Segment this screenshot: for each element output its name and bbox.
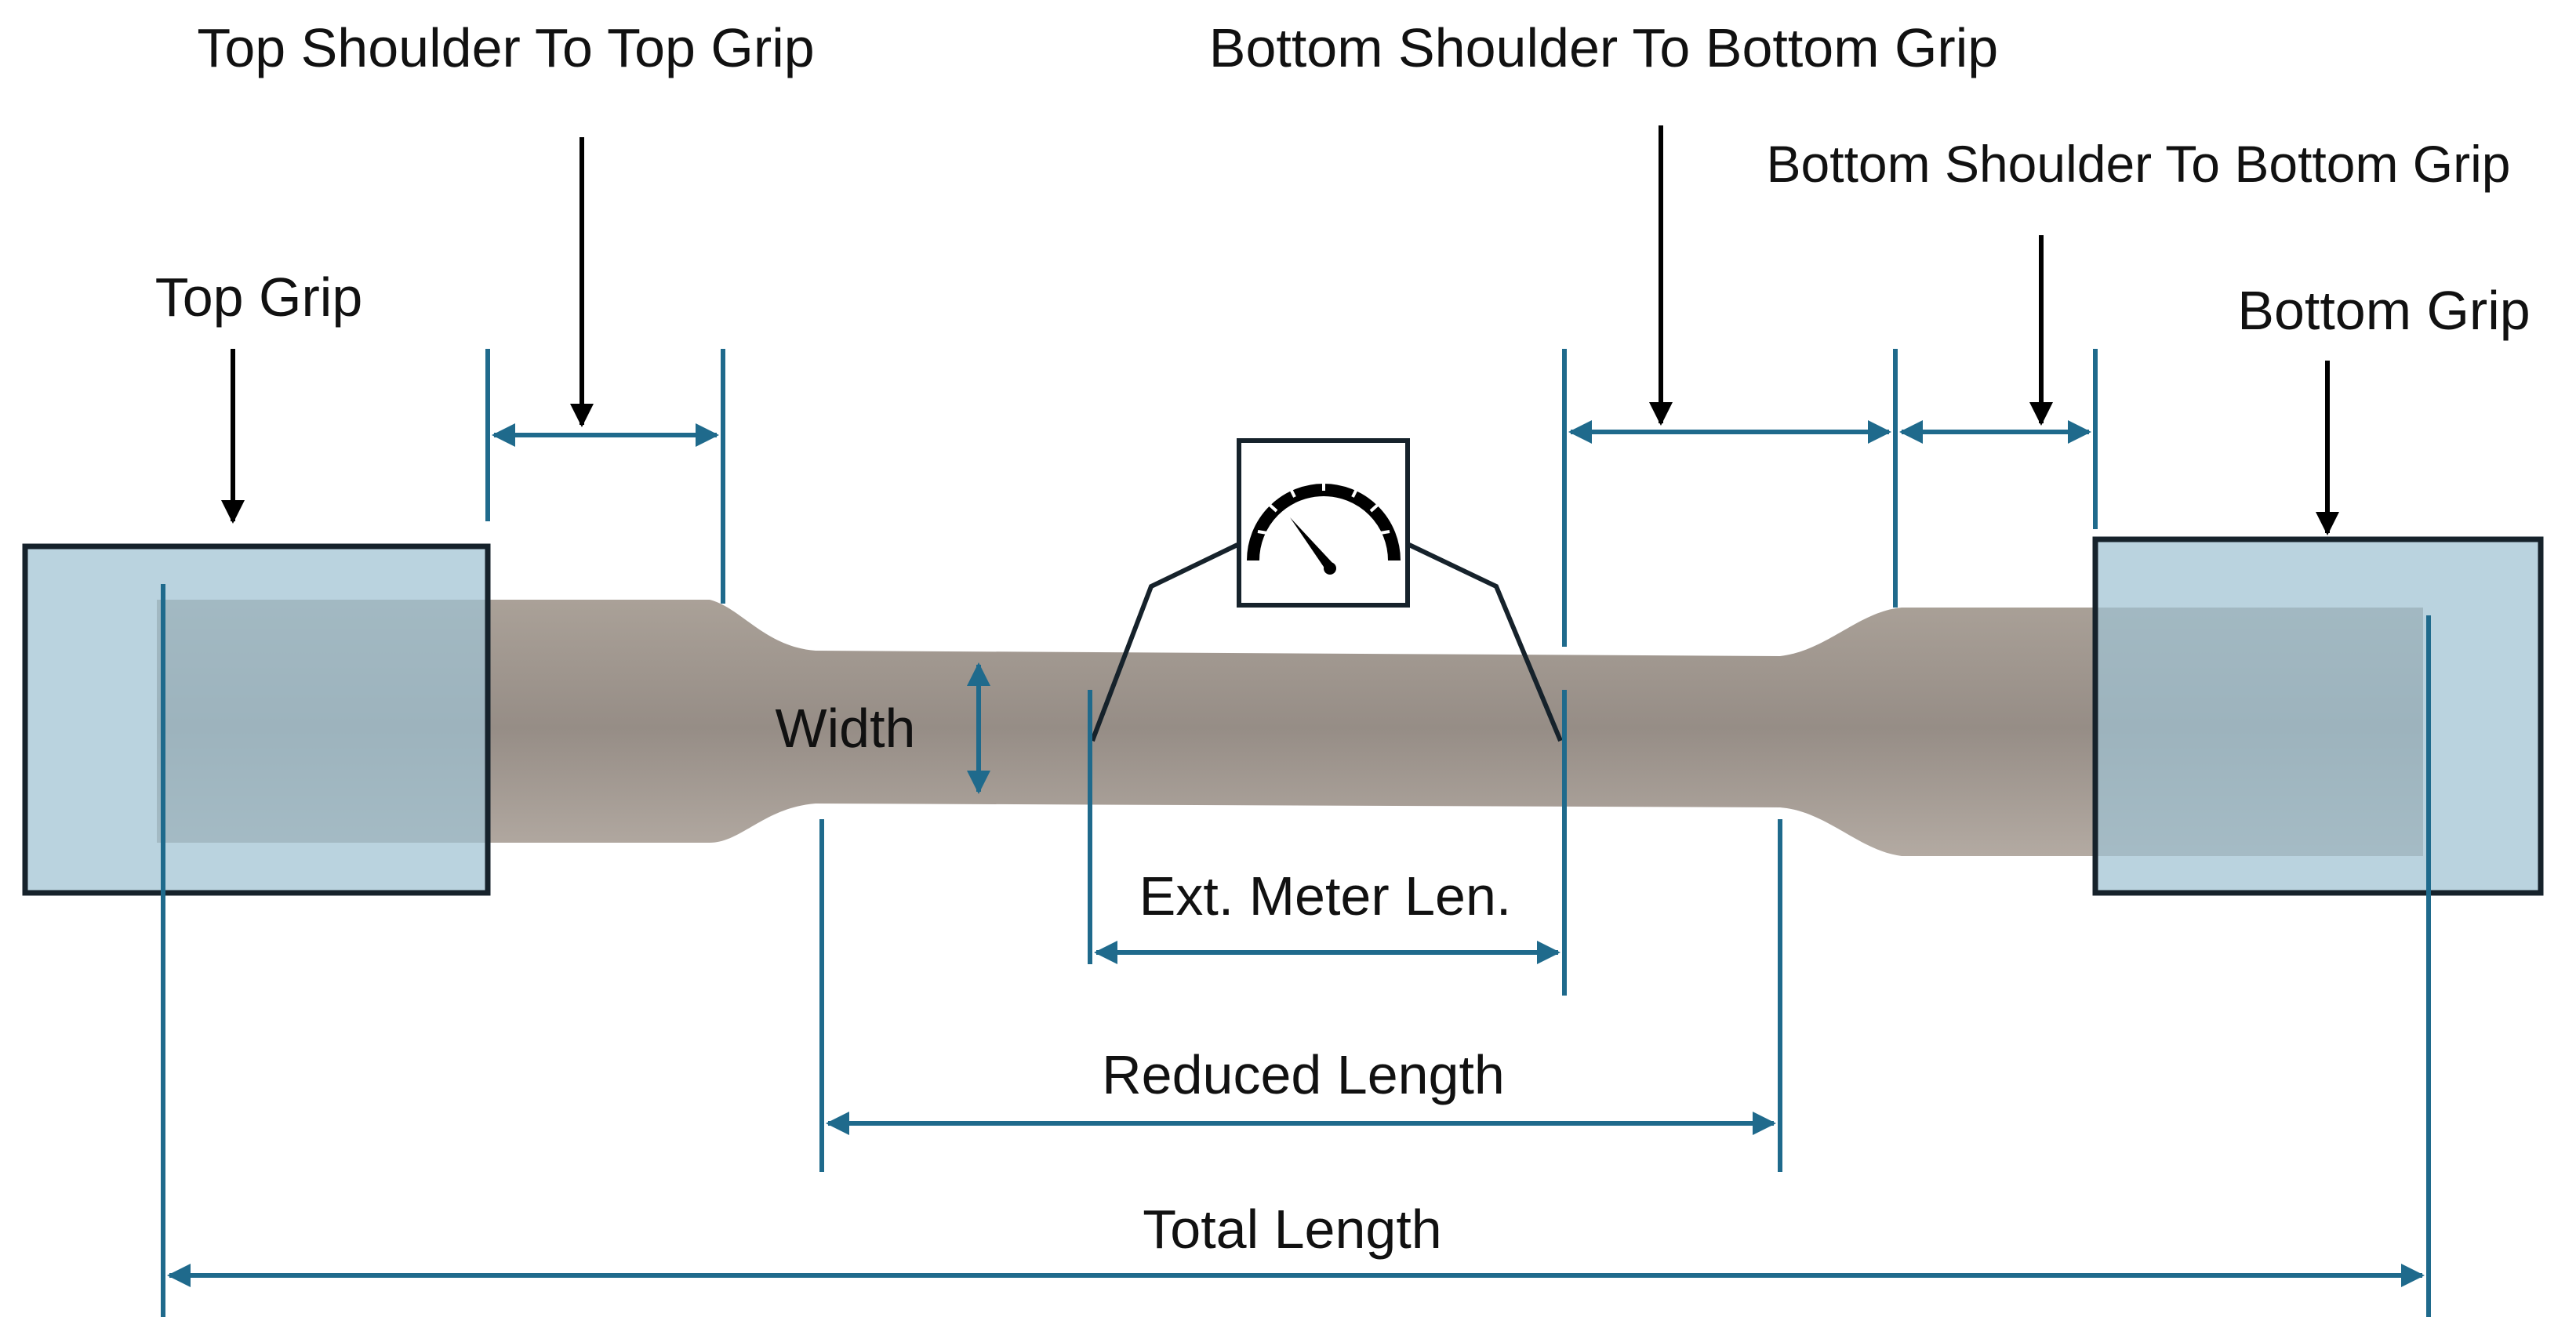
label-bottom-shoulder-to-bottom-grip-2: Bottom Shoulder To Bottom Grip <box>1767 135 2511 193</box>
top-grip-block <box>22 543 491 896</box>
extensometer-wire-left <box>1090 542 1239 742</box>
label-ext-meter-len: Ext. Meter Len. <box>1139 865 1512 927</box>
gauge-icon <box>1237 438 1410 608</box>
specimen-body <box>157 600 2423 856</box>
label-bottom-grip: Bottom Grip <box>2237 280 2530 341</box>
label-bottom-shoulder-to-bottom-grip-1: Bottom Shoulder To Bottom Grip <box>1209 17 1998 78</box>
label-width: Width <box>776 698 916 759</box>
extension-lines <box>161 349 2431 1317</box>
label-top-shoulder-to-top-grip: Top Shoulder To Top Grip <box>197 17 814 78</box>
bottom-grip-block <box>2092 536 2544 896</box>
label-total-length: Total Length <box>1143 1199 1441 1260</box>
label-reduced-length: Reduced Length <box>1102 1044 1505 1105</box>
extensometer-wire-right <box>1408 542 1563 742</box>
label-top-grip: Top Grip <box>155 267 363 328</box>
